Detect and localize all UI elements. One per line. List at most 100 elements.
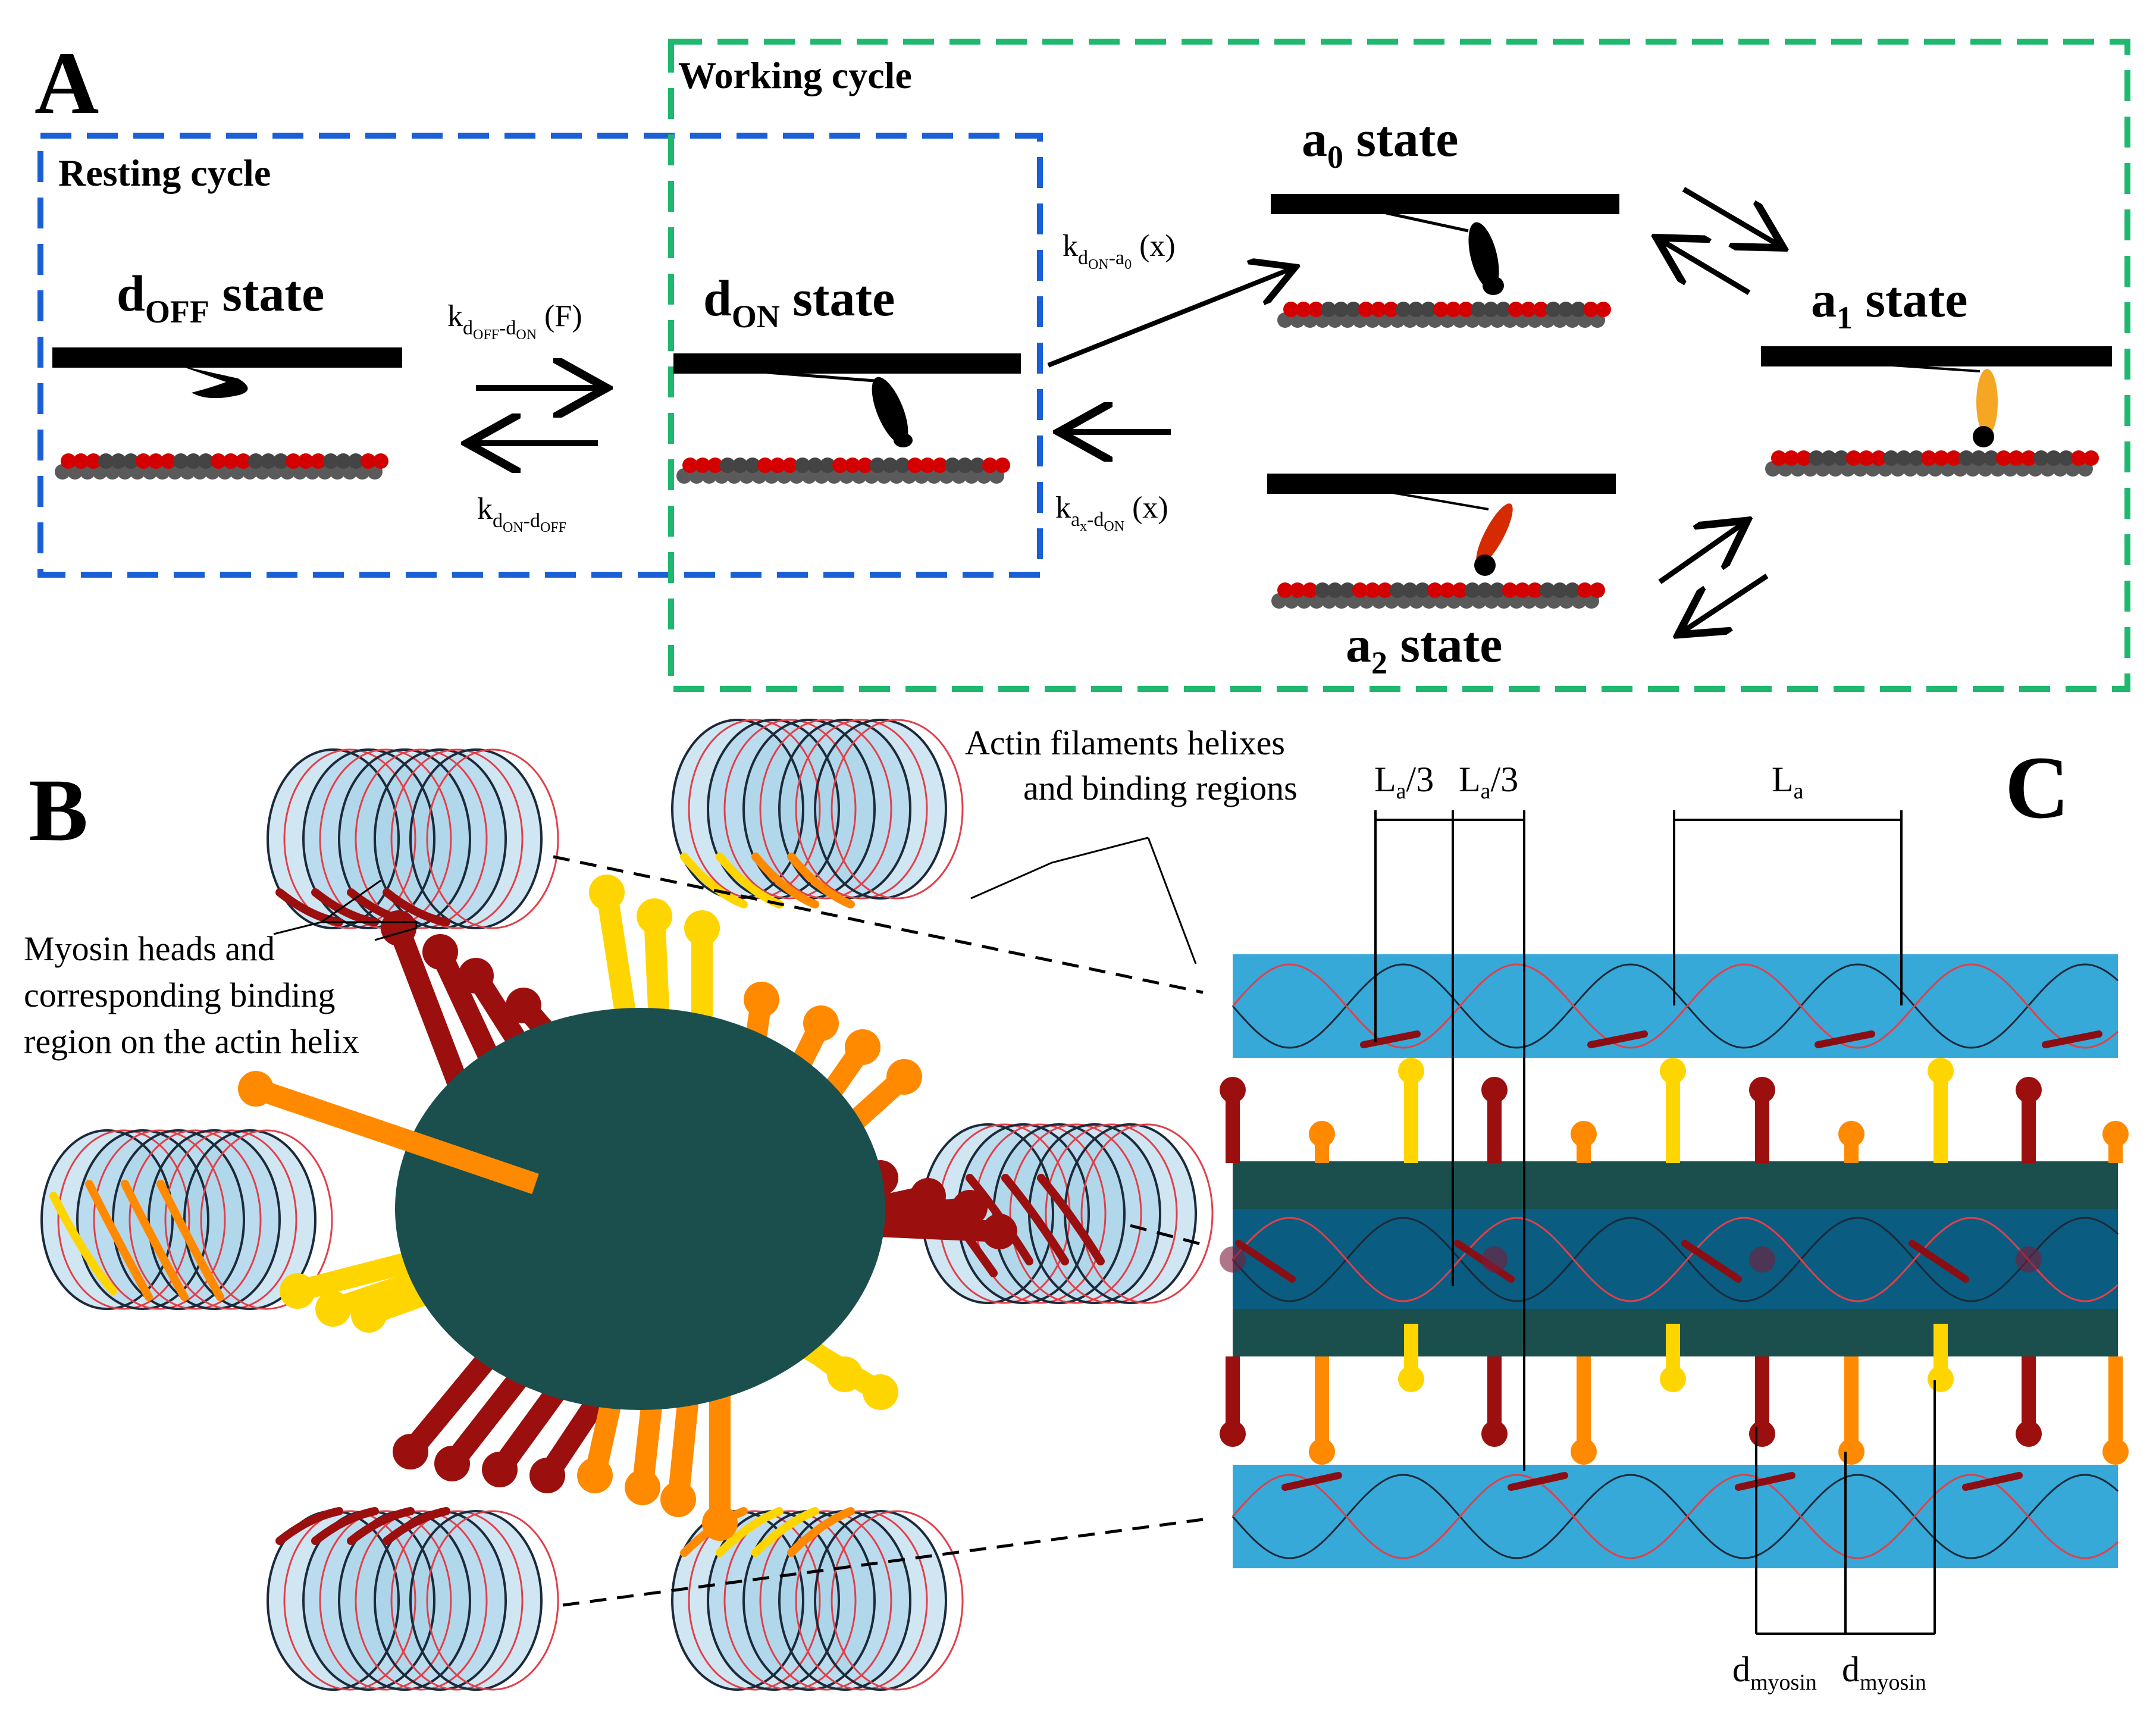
panel-letter-a: A [35, 34, 99, 133]
actin-bead [1396, 302, 1411, 317]
actin-filament-a2 [1271, 582, 1605, 609]
actin-bead [2033, 450, 2049, 466]
actin-bead [1490, 582, 1505, 598]
actin-bead [1983, 450, 1999, 466]
actin-bead [1946, 450, 1961, 466]
actin-bead [1809, 450, 1824, 466]
actin-bead [1427, 582, 1443, 598]
rate-don-a0: kdON-a0 (x) [1063, 229, 1176, 272]
actin-bead [1533, 302, 1549, 317]
actin-helix [267, 748, 559, 929]
lever-a1 [1891, 364, 1980, 372]
actin-bead [1552, 582, 1568, 598]
arrow-a2-to-a1 [1658, 524, 1743, 584]
actin-bead [361, 453, 376, 469]
myosin-head-a0 [1468, 222, 1499, 290]
actin-bead [1315, 582, 1330, 598]
myosin-head-d-off [178, 365, 248, 399]
actin-bead [1458, 302, 1474, 317]
myosin-head [1749, 1077, 1775, 1163]
actin-bead [1784, 450, 1799, 466]
myosin-head [2102, 1356, 2129, 1465]
actin-bead [1346, 302, 1361, 317]
thick-filament-bar-a1 [1761, 346, 2112, 366]
actin-bead [98, 453, 114, 469]
actin-bead [1859, 450, 1874, 466]
actin-bead [261, 453, 276, 469]
actin-bead [336, 453, 351, 469]
state-label-a0: a0 state [1302, 110, 1458, 175]
binding-region [1360, 1030, 1421, 1048]
working-cycle-box [668, 39, 2130, 692]
dimension-la3-second: La/3 [1459, 760, 1518, 804]
thick-filament-bar-d-on [673, 353, 1021, 374]
myosin-head-middle [1481, 1246, 1508, 1273]
actin-bead [720, 458, 735, 473]
thick-filament-bar-a2 [1267, 474, 1616, 494]
myosin-tip-a2 [1474, 554, 1496, 576]
actin-helix-wave [1231, 1217, 2119, 1302]
myosin-head [1571, 1121, 1597, 1163]
actin-bead [795, 458, 810, 473]
note-actin-line2: and binding regions [1023, 769, 1298, 807]
actin-bead [1933, 450, 1949, 466]
actin-bead [845, 458, 860, 473]
actin-bead [807, 458, 823, 473]
myosin-head [1571, 1356, 1597, 1465]
actin-bead [148, 453, 164, 469]
myosin-head-a2 [1476, 503, 1513, 565]
binding-region [1815, 1030, 1875, 1048]
myosin-head-middle [1220, 1246, 1246, 1273]
rate-don-doff: kdON-dOFF [477, 492, 566, 535]
actin-bead [1565, 582, 1580, 598]
actin-bead [1477, 582, 1493, 598]
actin-bead [895, 458, 910, 473]
actin-bead [1333, 302, 1349, 317]
actin-bead [1415, 582, 1430, 598]
myosin-head [1309, 1121, 1335, 1163]
actin-bead [832, 458, 848, 473]
actin-bead [73, 453, 89, 469]
arrow-a1-to-a0 [1661, 240, 1751, 295]
myosin-head [1660, 1324, 1686, 1392]
actin-bead [1583, 302, 1599, 317]
dimension-dmyosin-second: dmyosin [1842, 1650, 1926, 1695]
myosin-tip-d-on [894, 433, 913, 447]
actin-bead [820, 458, 835, 473]
actin-bead [2046, 450, 2061, 466]
lever-a0 [1386, 211, 1469, 233]
myosin-head [1398, 1058, 1424, 1163]
myosin-arm [702, 1380, 738, 1541]
thick-filament-cross-section [395, 1008, 885, 1410]
actin-helix [671, 719, 964, 908]
actin-bead [682, 458, 698, 473]
state-label-a1: a1 state [1811, 271, 1967, 336]
binding-region [1235, 1240, 1296, 1283]
actin-bead [173, 453, 189, 469]
actin-bead [286, 453, 301, 469]
myosin-arms-front-group [238, 1071, 539, 1195]
actin-bead [1440, 582, 1455, 598]
actin-bead [995, 458, 1010, 473]
resting-cycle-box [37, 133, 1043, 578]
actin-bead [1302, 582, 1318, 598]
state-label-a2: a2 state [1346, 616, 1502, 681]
actin-bead [945, 458, 960, 473]
actin-bead [198, 453, 214, 469]
actin-bead [782, 458, 798, 473]
myosin-head [2016, 1077, 2042, 1163]
actin-bead [1546, 302, 1561, 317]
actin-bead [1846, 450, 1862, 466]
actin-bead [1996, 450, 2011, 466]
myosin-head [1660, 1058, 1686, 1163]
actin-bead [1471, 302, 1486, 317]
actin-bead [1871, 450, 1887, 466]
actin-bead [1408, 302, 1424, 317]
actin-filament-d-on [676, 458, 1010, 484]
actin-bead [223, 453, 239, 469]
actin-helices-group [40, 719, 1214, 1691]
actin-bead [1496, 302, 1511, 317]
actin-bead [1540, 582, 1555, 598]
dimension-lines [1374, 810, 1936, 1635]
